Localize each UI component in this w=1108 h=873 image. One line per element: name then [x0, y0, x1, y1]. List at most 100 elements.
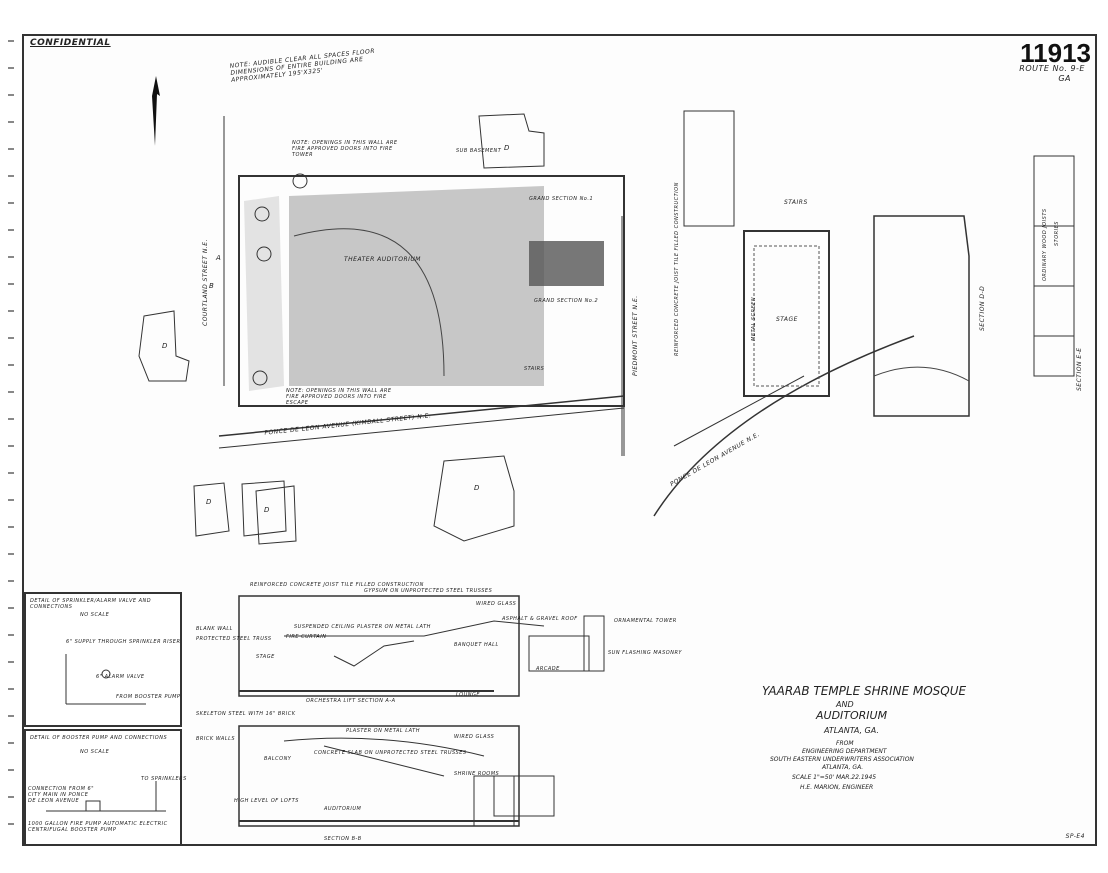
section-dd-profile: [873, 215, 970, 417]
route-number: ROUTE No. 9-E: [1019, 64, 1085, 73]
section-bb-steel-steps: SKELETON STEEL WITH 16" BRICK: [196, 711, 296, 717]
site-plan-drawing: [138, 76, 1075, 827]
drawing-sheet: CONFIDENTIAL 11913 ROUTE No. 9-E GA NOTE…: [22, 34, 1097, 846]
section-ee-outline: [1033, 155, 1075, 377]
section-aa-stage: STAGE: [256, 654, 275, 660]
dwelling-outline: [433, 455, 515, 542]
title-location: ATLANTA, GA.: [824, 726, 879, 735]
label-section-b: B: [209, 282, 215, 290]
street-line: [673, 375, 805, 447]
section-aa-ceiling: SUSPENDED CEILING PLASTER ON METAL LATH: [294, 624, 431, 630]
section-aa-banquet: BANQUET HALL: [454, 642, 499, 648]
note-fire-tower: NOTE: OPENINGS IN THIS WALL ARE FIRE APP…: [292, 140, 398, 158]
label-dwelling: D: [264, 506, 270, 514]
section-bb-ceiling: [283, 737, 485, 757]
title-association: SOUTH EASTERN UNDERWRITERS ASSOCIATION: [770, 756, 914, 763]
title-engineer: H.E. MARION, ENGINEER: [800, 784, 874, 791]
title-dept: ENGINEERING DEPARTMENT: [802, 748, 887, 755]
seating-arc: [293, 228, 445, 377]
section-dd-outline: [743, 230, 830, 397]
section-dd-metal-screen: METAL SCREEN: [751, 296, 757, 341]
auditorium-shading: [289, 186, 544, 386]
section-aa-caption: ORCHESTRA LIFT SECTION A-A: [306, 698, 396, 704]
section-ee-caption: SECTION E-E: [1076, 347, 1083, 391]
title-from: FROM: [836, 740, 854, 747]
note-fire-escape: NOTE: OPENINGS IN THIS WALL ARE FIRE APP…: [286, 388, 392, 406]
detail-booster-note3: TO SPRINKLERS: [141, 776, 187, 782]
section-ee-stories: STORIES: [1054, 221, 1060, 246]
section-dd-caption: SECTION D-D: [979, 285, 986, 331]
section-aa-trusses: PROTECTED STEEL TRUSS: [196, 636, 272, 642]
detail-booster-title: DETAIL OF BOOSTER PUMP AND CONNECTIONS: [30, 735, 168, 741]
section-dd-arc: [873, 366, 970, 382]
dwelling-outline: [683, 110, 735, 227]
detail-sprinkler-title: DETAIL OF SPRINKLER/ALARM VALVE AND CONN…: [30, 598, 152, 610]
marker-circle: [292, 173, 308, 189]
section-aa-ornamental: ORNAMENTAL TOWER: [614, 618, 677, 624]
detail-sprinkler-note1: 6" SUPPLY THROUGH SPRINKLER RISER: [66, 639, 181, 645]
footer-mark: SP-E4: [1065, 833, 1085, 840]
title-and: AND: [836, 700, 854, 709]
sheet-edge-perforation: [8, 40, 14, 840]
section-bb-shrine-rooms: SHRINE ROOMS: [454, 771, 500, 777]
marker-circle: [256, 246, 272, 262]
detail-sprinkler-box: DETAIL OF SPRINKLER/ALARM VALVE AND CONN…: [24, 592, 182, 727]
label-dwelling: D: [474, 484, 480, 492]
street-line: [218, 407, 625, 449]
street-label-courtland: COURTLAND STREET N.E.: [202, 239, 209, 326]
title-main: YAARAB TEMPLE SHRINE MOSQUE: [762, 684, 967, 698]
section-aa-ceiling: [333, 640, 415, 667]
label-sub-basement: SUB BASEMENT: [456, 148, 502, 154]
section-bb-concrete: CONCRETE SLAB ON UNPROTECTED STEEL TRUSS…: [314, 750, 467, 756]
dwelling-outline: [138, 310, 190, 382]
section-aa-roofline: [284, 620, 545, 637]
confidential-stamp: CONFIDENTIAL: [30, 38, 111, 48]
dwelling-outline: [478, 113, 545, 169]
sheet-number: 11913: [1020, 38, 1091, 68]
section-aa-arcade: ARCADE: [536, 666, 560, 672]
ornamental-tower: [583, 615, 605, 672]
detail-sprinkler-note2: 6" ALARM VALVE: [96, 674, 145, 680]
section-bb-balcony: [323, 745, 445, 777]
label-theater: THEATER AUDITORIUM: [344, 256, 421, 263]
label-grand-section-2: GRAND SECTION No.2: [534, 298, 599, 304]
section-aa-lounge: LOUNGE: [456, 692, 481, 698]
dwelling-outline: [193, 482, 230, 537]
detail-booster-drawing: [46, 781, 166, 812]
section-dd-stairs: STAIRS: [784, 199, 808, 206]
section-dd-reinforced: REINFORCED CONCRETE JOIST TILE FILLED CO…: [674, 182, 680, 356]
section-bb-wired: WIRED GLASS: [454, 734, 495, 740]
grand-section-shading: [529, 241, 604, 286]
section-bb-caption: SECTION B-B: [324, 836, 362, 842]
section-bb-auditorium: AUDITORIUM: [324, 806, 362, 812]
title-scale: SCALE 1"=50' MAR.22.1945: [792, 774, 877, 781]
section-aa-fire-curtain: FIRE CURTAIN: [286, 634, 327, 640]
detail-sprinkler-note3: FROM BOOSTER PUMP: [116, 694, 181, 700]
street-curve: [653, 335, 915, 517]
section-aa-outline: [238, 595, 520, 697]
north-arrow-icon: [152, 76, 160, 146]
label-dwelling: D: [206, 498, 212, 506]
marker-circle: [254, 206, 270, 222]
marker-circle: [252, 370, 268, 386]
label-section-a: A: [216, 254, 222, 262]
detail-booster-note2: 1000 GALLON FIRE PUMP AUTOMATIC ELECTRIC…: [28, 821, 168, 833]
dwelling-outline: [255, 485, 297, 545]
section-aa-block-wall: BLANK WALL: [196, 626, 233, 632]
section-aa-arcade: [528, 635, 590, 672]
label-dwelling: D: [504, 144, 510, 152]
section-bb-plaster: PLASTER ON METAL LATH: [346, 728, 420, 734]
detail-booster-note1: CONNECTION FROM 6" CITY MAIN IN PONCE DE…: [28, 786, 95, 804]
title-assoc-city: ATLANTA, GA.: [822, 764, 864, 771]
section-aa-asphalt: ASPHALT & GRAVEL ROOF: [502, 616, 578, 622]
section-dd-inner: [753, 245, 820, 387]
state-code: GA: [1058, 74, 1071, 83]
section-aa-flashing: SUN FLASHING MASONRY: [608, 650, 682, 656]
detail-sprinkler-scale: NO SCALE: [80, 612, 110, 618]
section-ee-ordinary: ORDINARY WOOD JOISTS: [1042, 208, 1048, 281]
title-subtitle: AUDITORIUM: [816, 709, 888, 722]
detail-booster-scale: NO SCALE: [80, 749, 110, 755]
street-line: [218, 395, 625, 437]
section-dd-stage: STAGE: [776, 316, 798, 323]
section-aa-header: REINFORCED CONCRETE JOIST TILE FILLED CO…: [250, 582, 424, 588]
